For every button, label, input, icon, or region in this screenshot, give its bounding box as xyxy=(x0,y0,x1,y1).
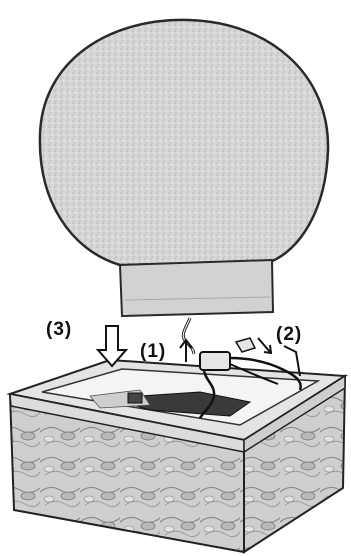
diagonal-arrow-icon xyxy=(257,337,273,355)
sphere-pedestal xyxy=(118,258,275,318)
basin-rock-body xyxy=(8,374,347,554)
callout-step-2: (2) xyxy=(276,324,303,345)
callout-step-3: (3) xyxy=(46,319,73,340)
callout-step-1: (1) xyxy=(140,341,167,362)
up-arrow-icon xyxy=(179,338,193,362)
stone-sphere xyxy=(38,18,330,267)
down-arrow-icon xyxy=(95,325,129,368)
basin-rim xyxy=(6,358,349,442)
pump-unit xyxy=(198,337,302,419)
sphere-hose xyxy=(181,317,196,355)
